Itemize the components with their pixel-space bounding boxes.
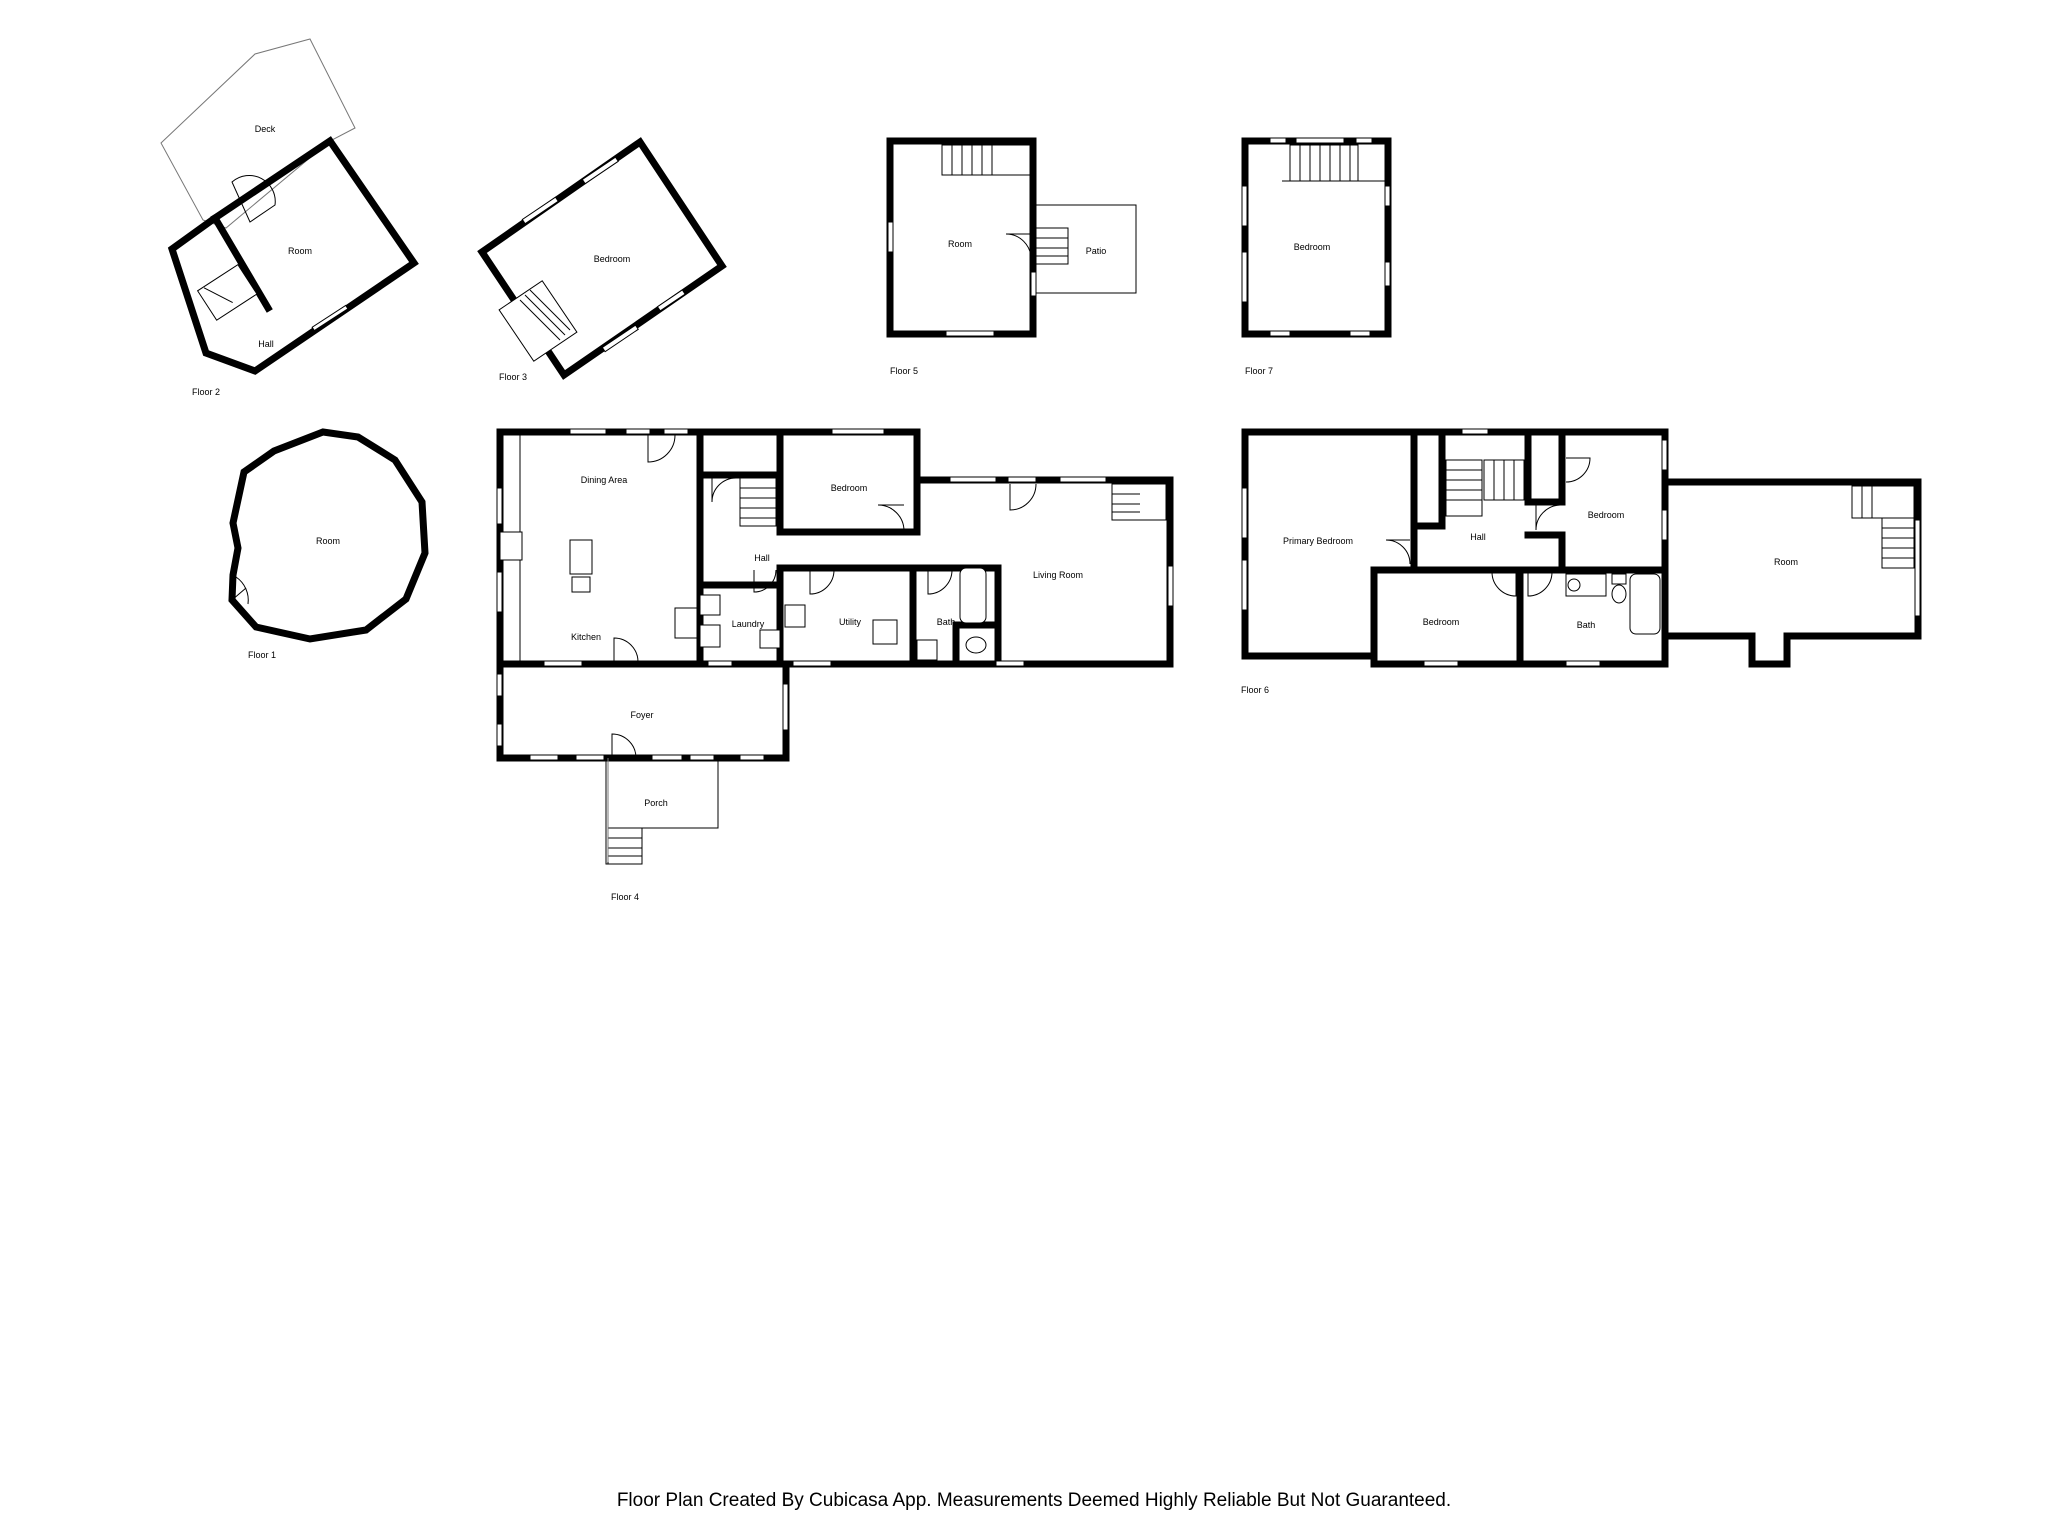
floor-3: Bedroom Floor 3 bbox=[477, 137, 727, 382]
floor-label-7: Floor 7 bbox=[1245, 366, 1273, 376]
floor-label-4: Floor 4 bbox=[611, 892, 639, 902]
floor-6: Primary Bedroom Hall Bedroom Bedroom Bat… bbox=[1241, 428, 1922, 695]
room-label-bath: Bath bbox=[937, 617, 956, 627]
room-label-room: Room bbox=[948, 239, 972, 249]
floor-1-walls bbox=[228, 428, 429, 643]
room-label-dining: Dining Area bbox=[581, 475, 628, 485]
room-label-primary: Primary Bedroom bbox=[1283, 536, 1353, 546]
room-label-kitchen: Kitchen bbox=[571, 632, 601, 642]
room-label-bedroom: Bedroom bbox=[1294, 242, 1331, 252]
room-label-porch: Porch bbox=[644, 798, 668, 808]
floor-label-6: Floor 6 bbox=[1241, 685, 1269, 695]
floor-4: Dining Area Kitchen Bedroom Hall Laundry… bbox=[496, 428, 1174, 902]
room-label-bedroom: Bedroom bbox=[594, 254, 631, 264]
room-label-bedroom-lower: Bedroom bbox=[1423, 617, 1460, 627]
room-label-living: Living Room bbox=[1033, 570, 1083, 580]
room-label-bedroom-upper: Bedroom bbox=[1588, 510, 1625, 520]
footer-disclaimer: Floor Plan Created By Cubicasa App. Meas… bbox=[617, 1490, 1451, 1511]
floor-label-1: Floor 1 bbox=[248, 650, 276, 660]
floor-7: Bedroom Floor 7 bbox=[1241, 137, 1392, 376]
room-label-hall: Hall bbox=[258, 339, 274, 349]
floor-2: Deck Room Hall Floor 2 bbox=[160, 38, 419, 397]
floor-2-walls bbox=[167, 136, 419, 375]
room-label-laundry: Laundry bbox=[732, 619, 765, 629]
room-label-patio: Patio bbox=[1086, 246, 1107, 256]
room-label-deck: Deck bbox=[255, 124, 276, 134]
floor-1: Room Floor 1 bbox=[228, 428, 429, 660]
floor-label-2: Floor 2 bbox=[192, 387, 220, 397]
floor-5: Room Patio Floor 5 bbox=[886, 137, 1137, 376]
room-label-room: Room bbox=[1774, 557, 1798, 567]
floor-label-5: Floor 5 bbox=[890, 366, 918, 376]
room-label-foyer: Foyer bbox=[630, 710, 653, 720]
floor-label-3: Floor 3 bbox=[499, 372, 527, 382]
room-label-utility: Utility bbox=[839, 617, 861, 627]
room-label-bedroom: Bedroom bbox=[831, 483, 868, 493]
room-label-room: Room bbox=[316, 536, 340, 546]
room-label-room: Room bbox=[288, 246, 312, 256]
room-label-hall: Hall bbox=[754, 553, 770, 563]
room-label-hall: Hall bbox=[1470, 532, 1486, 542]
room-label-bath: Bath bbox=[1577, 620, 1596, 630]
